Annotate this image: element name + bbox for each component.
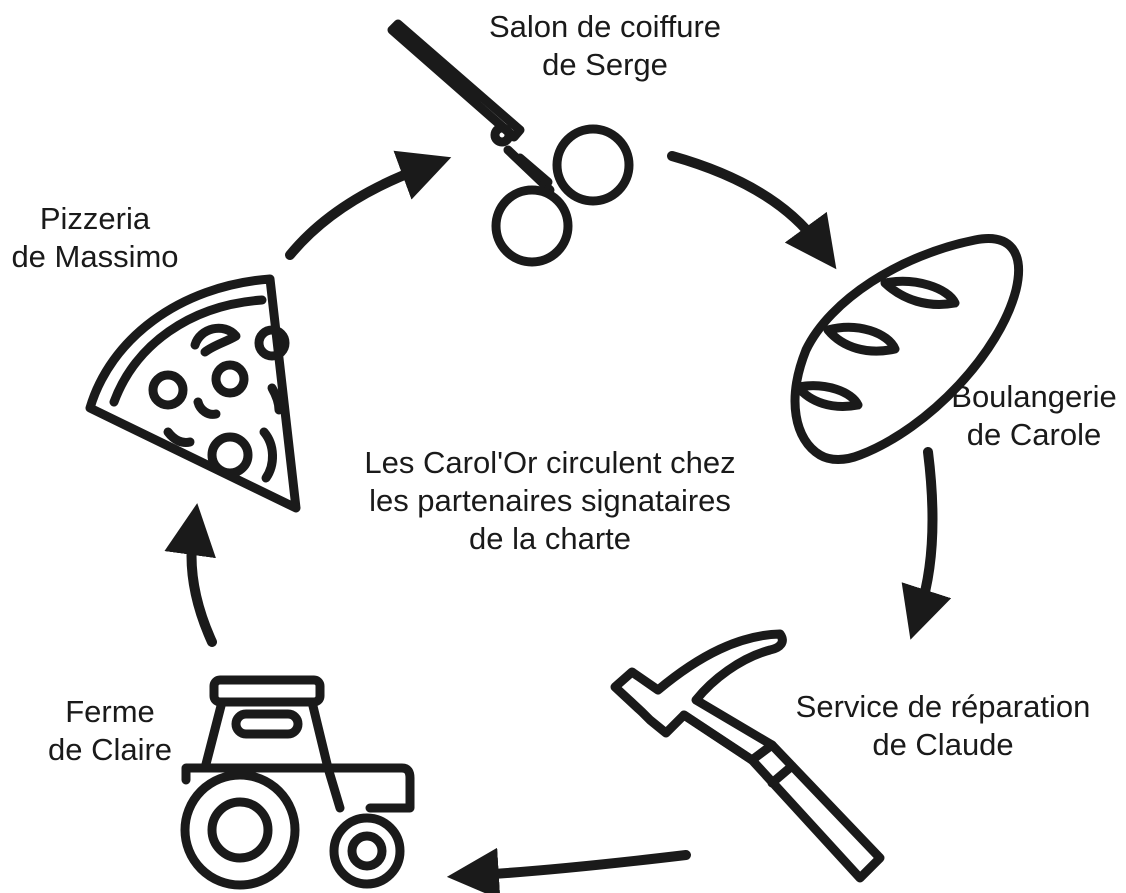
arrow-boulangerie-to-reparation — [901, 447, 952, 640]
label-ferme: Ferme de Claire — [30, 693, 190, 769]
center-text: Les Carol'Or circulent chez les partenai… — [330, 444, 770, 558]
arrow-salon-to-boulangerie — [667, 151, 837, 270]
arrow-pizzeria-to-salon — [285, 150, 452, 260]
pizza-slice-icon — [85, 274, 301, 513]
label-reparation-line1: Service de réparation — [795, 689, 1091, 724]
label-boulangerie: Boulangerie de Carole — [944, 378, 1124, 454]
label-salon: Salon de coiffure de Serge — [455, 8, 755, 84]
center-text-line1: Les Carol'Or circulent chez — [364, 445, 736, 480]
tractor-icon — [180, 675, 415, 890]
label-salon-line1: Salon de coiffure — [488, 9, 722, 44]
label-ferme-line2: de Claire — [47, 732, 173, 767]
label-reparation: Service de réparation de Claude — [790, 688, 1096, 764]
bread-icon — [790, 234, 1024, 464]
label-pizzeria: Pizzeria de Massimo — [0, 200, 190, 276]
arrow-reparation-to-ferme — [446, 847, 691, 893]
hammer-icon — [610, 629, 885, 883]
center-text-line3: de la charte — [469, 521, 631, 556]
label-boulangerie-line2: de Carole — [966, 417, 1102, 452]
arrow-ferme-to-pizzeria — [164, 503, 217, 647]
scissors-icon — [387, 19, 634, 267]
label-salon-line2: de Serge — [542, 47, 668, 82]
center-text-line2: les partenaires signataires — [369, 483, 731, 518]
label-boulangerie-line1: Boulangerie — [951, 379, 1117, 414]
label-ferme-line1: Ferme — [65, 694, 155, 729]
label-pizzeria-line2: de Massimo — [11, 239, 179, 274]
label-pizzeria-line1: Pizzeria — [39, 201, 151, 236]
label-reparation-line2: de Claude — [872, 727, 1014, 762]
